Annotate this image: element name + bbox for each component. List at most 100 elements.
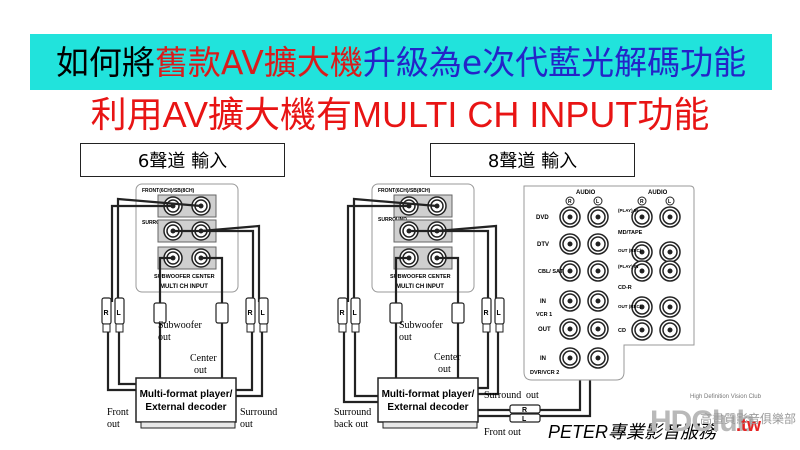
row-surround-label: SURROUND — [378, 217, 407, 223]
surround-out-label-1: Surround — [484, 390, 521, 401]
audio-row-vcr-in: IN — [540, 299, 546, 305]
subwoofer-out-label-1: Subwoofer — [158, 320, 203, 331]
surround-out-label-2: out — [526, 390, 539, 401]
plug-surround-6ch: R L — [245, 297, 269, 333]
front-out-label-2: out — [107, 419, 120, 430]
jack-dtv-r — [559, 233, 581, 255]
audio-label-md-tape: MD/TAPE — [618, 230, 643, 236]
row-front-label: FRONT(6CH)/SB(8CH) — [142, 188, 195, 194]
surround-back-out-label-1: Surround — [334, 407, 371, 418]
audio-row-vcr1: VCR 1 — [536, 312, 552, 318]
audio-row-dvr-vcr2: DVR/VCR 2 — [530, 370, 559, 376]
row-center-label: CENTER — [428, 274, 451, 280]
diagram-6ch: FRONT(6CH)/SB(8CH) SURROUND SUBWOOFER CE… — [101, 183, 277, 430]
plug-l-label: L — [261, 310, 266, 317]
row-surround-label: SURROUND — [142, 220, 171, 226]
subwoofer-out-label-2: out — [399, 332, 412, 343]
plug-r-label: R — [104, 310, 109, 317]
subwoofer-out-label-2: out — [158, 332, 171, 343]
section-label-6ch: 6聲道 輸入 — [80, 143, 285, 177]
player-label-1: Multi-format player/ — [140, 389, 233, 400]
surround-out-label-2: out — [240, 419, 253, 430]
audio-row-vcr-out: OUT — [538, 327, 551, 333]
audio-l-label-right: L — [668, 199, 671, 205]
logo-tw: .tw — [736, 415, 761, 435]
section-label-8ch: 8聲道 輸入 — [430, 143, 635, 177]
center-out-label-2: out — [438, 364, 451, 375]
row-subwoofer-label: SUBWOOFER — [154, 274, 190, 280]
jack-dvr-in-r — [559, 347, 581, 369]
title-part-3: 升級為e次代藍光解碼功能 — [362, 42, 747, 82]
title-bar: 如何將 舊款AV擴大機 升級為e次代藍光解碼功能 — [30, 34, 772, 90]
player-label-2: External decoder — [387, 402, 468, 413]
plug-r-label: R — [248, 310, 253, 317]
row-subwoofer-label: SUBWOOFER — [390, 274, 426, 280]
player-box-base — [382, 421, 478, 429]
audio-label-out-rec: OUT (REC) — [618, 248, 642, 253]
player-label-2: External decoder — [145, 402, 226, 413]
plug-l-label: L — [117, 310, 122, 317]
jack-dvr-in-l — [587, 347, 609, 369]
jack-md-in-l — [659, 206, 681, 228]
logo-hdclub: HDClub — [650, 405, 755, 438]
player-box-8ch — [377, 377, 479, 423]
plug-l-label: L — [497, 310, 502, 317]
jack-cbl-r — [559, 260, 581, 282]
plug-center — [215, 302, 229, 324]
audio-header-right: AUDIO — [648, 190, 668, 196]
audio-row-dtv: DTV — [537, 242, 549, 248]
audio-jack-grid: R L R L — [559, 196, 681, 369]
audio-row-cbl: CBL/ SAT — [538, 269, 564, 275]
plug-subwoofer — [389, 302, 403, 324]
jack-cd-l — [659, 319, 681, 341]
jack-vcr-in-l — [587, 290, 609, 312]
logo-tagline: High Definition Vision Club — [690, 394, 761, 400]
audio-r-label-right: R — [640, 199, 644, 205]
jack-md-out-l — [659, 241, 681, 263]
front-out-label: Front out — [484, 427, 521, 438]
jack-cdr-out-l — [659, 296, 681, 318]
audio-label-cd: CD — [618, 328, 626, 334]
jack-cdr-in-l — [659, 260, 681, 282]
plug-center — [451, 302, 465, 324]
plug-front-8ch: R L — [509, 404, 541, 423]
title-part-1: 如何將 — [55, 42, 155, 82]
subwoofer-out-label-1: Subwoofer — [399, 320, 444, 331]
audio-label-play-in: (PLAY) IN — [618, 208, 638, 213]
audio-row-dvr-in: IN — [540, 356, 546, 362]
surround-back-out-label-2: back out — [334, 419, 368, 430]
plug-r-label: R — [340, 310, 345, 317]
subtitle: 利用AV擴大機有MULTI CH INPUT功能 — [90, 94, 710, 135]
credit-text: PETER專業影音服務 — [548, 422, 717, 442]
center-out-label-2: out — [194, 365, 207, 376]
jack-dvd-r — [559, 206, 581, 228]
plug-surround-8ch: R L — [481, 297, 505, 333]
player-box-base — [140, 421, 236, 429]
plug-l-label: L — [353, 310, 358, 317]
center-out-label-1: Center — [434, 352, 461, 363]
audio-row-dvd: DVD — [536, 215, 549, 221]
audio-label-cd-r: CD-R — [618, 285, 632, 291]
plug-surround-back-8ch: R L — [337, 297, 361, 333]
diagram-8ch: FRONT(6CH)/SB(8CH) SURROUND SUBWOOFER CE… — [334, 183, 695, 438]
jack-cbl-l — [587, 260, 609, 282]
multi-ch-input-label: MULTI CH INPUT — [160, 284, 208, 290]
row-front-label: FRONT(6CH)/SB(8CH) — [378, 188, 431, 194]
jack-dtv-l — [587, 233, 609, 255]
player-box-6ch — [135, 377, 237, 423]
plug-l-label: L — [522, 416, 527, 423]
plug-r-label: R — [484, 310, 489, 317]
player-label-1: Multi-format player/ — [382, 389, 475, 400]
plug-front-6ch: R L — [101, 297, 125, 333]
audio-label-play-in-2: (PLAY) IN — [618, 264, 638, 269]
jack-vcr-out-l — [587, 318, 609, 340]
multi-ch-input-label: MULTI CH INPUT — [396, 284, 444, 290]
audio-header-left: AUDIO — [576, 190, 596, 196]
cables-6ch — [106, 197, 264, 398]
center-out-label-1: Center — [190, 353, 217, 364]
jack-vcr-out-r — [559, 318, 581, 340]
row-center-label: CENTER — [192, 274, 215, 280]
audio-label-out-rec-2: OUT (REC) — [618, 304, 642, 309]
jack-dvd-l — [587, 206, 609, 228]
